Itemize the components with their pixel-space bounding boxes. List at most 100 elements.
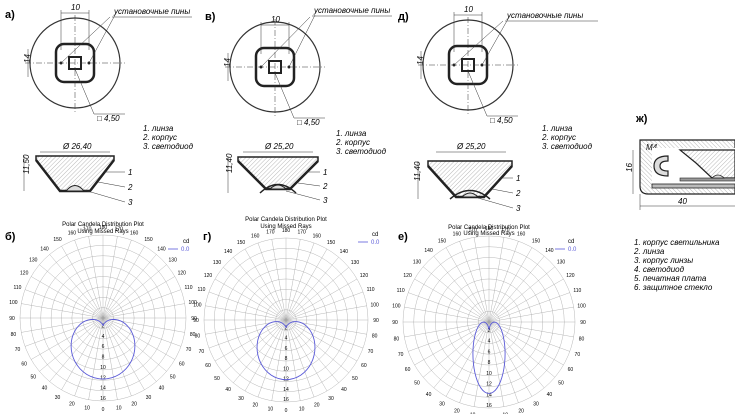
polar-radial-label: 12 bbox=[486, 382, 492, 388]
polar-angle-label: 120 bbox=[403, 273, 412, 279]
polar-radial-label: 16 bbox=[486, 403, 492, 409]
polar-angle-label: 120 bbox=[566, 273, 575, 279]
callout-2: 2 bbox=[515, 189, 521, 198]
panel-label-v: в) bbox=[205, 11, 216, 23]
polar-angle-label: 130 bbox=[169, 258, 178, 264]
polar-angle-label: 40 bbox=[341, 387, 347, 393]
polar-radial-label: 6 bbox=[102, 344, 105, 350]
polar-angle-label: 70 bbox=[575, 352, 581, 358]
polar-angle-label: 170 bbox=[469, 227, 478, 233]
polar-angle-label: 20 bbox=[69, 402, 75, 408]
polar-angle-label: 0 bbox=[285, 408, 288, 414]
polar-angle-label: 20 bbox=[454, 408, 460, 414]
polar-angle-label: 180 bbox=[485, 226, 494, 232]
led-dome bbox=[460, 192, 480, 198]
lens-diameter: Ø 25,20 bbox=[264, 142, 294, 151]
polar-angle-label: 130 bbox=[557, 260, 566, 266]
candela-curve bbox=[472, 321, 506, 394]
lens-height: 11,40 bbox=[413, 161, 422, 181]
polar-angle-label: 170 bbox=[83, 226, 92, 232]
polar-angle-label: 90 bbox=[392, 320, 398, 326]
polar-angle-label: 110 bbox=[367, 287, 375, 293]
callout-2: 2 bbox=[322, 182, 328, 191]
polar-radial-label: 4 bbox=[102, 334, 105, 340]
lens-height: 11,40 bbox=[225, 153, 234, 173]
dim-top: 10 bbox=[271, 15, 280, 24]
polar-legend-value: 0.0 bbox=[568, 247, 577, 253]
legend-item: 2. корпус bbox=[142, 133, 177, 142]
protective-glass bbox=[651, 183, 735, 189]
polar-angle-label: 20 bbox=[314, 403, 320, 409]
polar-subtitle: Using Missed Rays bbox=[77, 229, 128, 235]
polar-angle-label: 150 bbox=[53, 237, 62, 243]
polar-angle-label: 100 bbox=[577, 304, 586, 310]
callout-1: 1 bbox=[516, 174, 520, 183]
fixture-legend-item: 6. защитное стекло bbox=[634, 283, 713, 292]
polar-angle-label: 110 bbox=[197, 287, 205, 293]
polar-angle-label: 80 bbox=[195, 334, 201, 340]
polar-angle-label: 100 bbox=[392, 304, 401, 310]
polar-angle-label: 40 bbox=[426, 392, 432, 398]
polar-angle-label: 140 bbox=[40, 246, 49, 252]
polar-angle-label: 100 bbox=[9, 300, 18, 306]
polar-angle-label: 70 bbox=[186, 347, 192, 353]
polar-angle-label: 50 bbox=[214, 376, 220, 382]
legend-item: 2. корпус bbox=[541, 133, 576, 142]
legend-item: 2. корпус bbox=[335, 138, 370, 147]
polar-angle-label: 160 bbox=[251, 233, 260, 239]
polar-angle-label: 20 bbox=[131, 402, 137, 408]
polar-angle-label: 180 bbox=[282, 228, 291, 234]
polar-angle-label: 30 bbox=[328, 396, 334, 402]
polar-angle-label: 170 bbox=[501, 227, 510, 233]
polar-angle-label: 90 bbox=[373, 318, 379, 324]
polar-title: Polar Candela Distribution Plot bbox=[245, 217, 327, 223]
polar-angle-label: 140 bbox=[157, 246, 166, 252]
legend-item: 1. линза bbox=[143, 124, 174, 133]
polar-angle-label: 140 bbox=[224, 249, 233, 255]
pins-label: установочные пины bbox=[313, 6, 390, 15]
polar-angle-label: 40 bbox=[159, 386, 165, 392]
polar-angle-label: 120 bbox=[204, 273, 213, 279]
polar-subtitle: Using Missed Rays bbox=[463, 231, 514, 237]
polar-radial-label: 8 bbox=[285, 356, 288, 362]
side-view-d: Ø 25,20 11,40 1 2 3 1. линза 2. корпус 3… bbox=[413, 124, 593, 213]
top-view-v: в) 10 14 □ 4,50 установочные пины bbox=[205, 6, 392, 127]
polar-angle-label: 120 bbox=[178, 271, 187, 277]
fixture-legend-item: 1. корпус светильника bbox=[634, 238, 720, 247]
panel-label-e: е) bbox=[398, 231, 408, 243]
polar-radial-label: 10 bbox=[486, 371, 492, 377]
polar-angle-label: 40 bbox=[42, 386, 48, 392]
dim-left: 14 bbox=[223, 58, 232, 67]
panel-label-d: д) bbox=[398, 11, 409, 23]
pins-label: установочные пины bbox=[506, 11, 583, 20]
polar-angle-label: 170 bbox=[115, 226, 124, 232]
fixture-height: 16 bbox=[625, 163, 634, 172]
callout-3: 3 bbox=[516, 204, 521, 213]
polar-angle-label: 40 bbox=[225, 387, 231, 393]
polar-angle-label: 180 bbox=[99, 225, 108, 231]
polar-angle-label: 10 bbox=[116, 406, 122, 412]
fixture-section-zh: ж) 16 M4 40 1. корпус светильника 2. лин… bbox=[625, 113, 735, 292]
callout-1: 1 bbox=[323, 168, 327, 177]
dim-pad: □ 4,50 bbox=[97, 114, 120, 123]
polar-angle-label: 150 bbox=[144, 237, 153, 243]
polar-radial-label: 10 bbox=[283, 366, 289, 372]
top-view-d: д) 10 14 □ 4,50 установочные пины bbox=[398, 5, 598, 125]
polar-angle-label: 140 bbox=[340, 249, 349, 255]
polar-radial-label: 16 bbox=[100, 396, 106, 402]
lens-height: 11,50 bbox=[22, 154, 31, 174]
polar-angle-label: 30 bbox=[533, 401, 539, 407]
fixture-legend-item: 5. печатная плата bbox=[634, 274, 707, 283]
polar-angle-label: 60 bbox=[179, 362, 185, 368]
polar-legend-value: 0.0 bbox=[181, 247, 190, 253]
fixture-width: 40 bbox=[678, 197, 687, 206]
polar-radial-label: 10 bbox=[100, 365, 106, 371]
polar-angle-label: 150 bbox=[438, 239, 447, 245]
polar-angle-label: 110 bbox=[13, 285, 21, 291]
polar-angle-label: 60 bbox=[568, 367, 574, 373]
